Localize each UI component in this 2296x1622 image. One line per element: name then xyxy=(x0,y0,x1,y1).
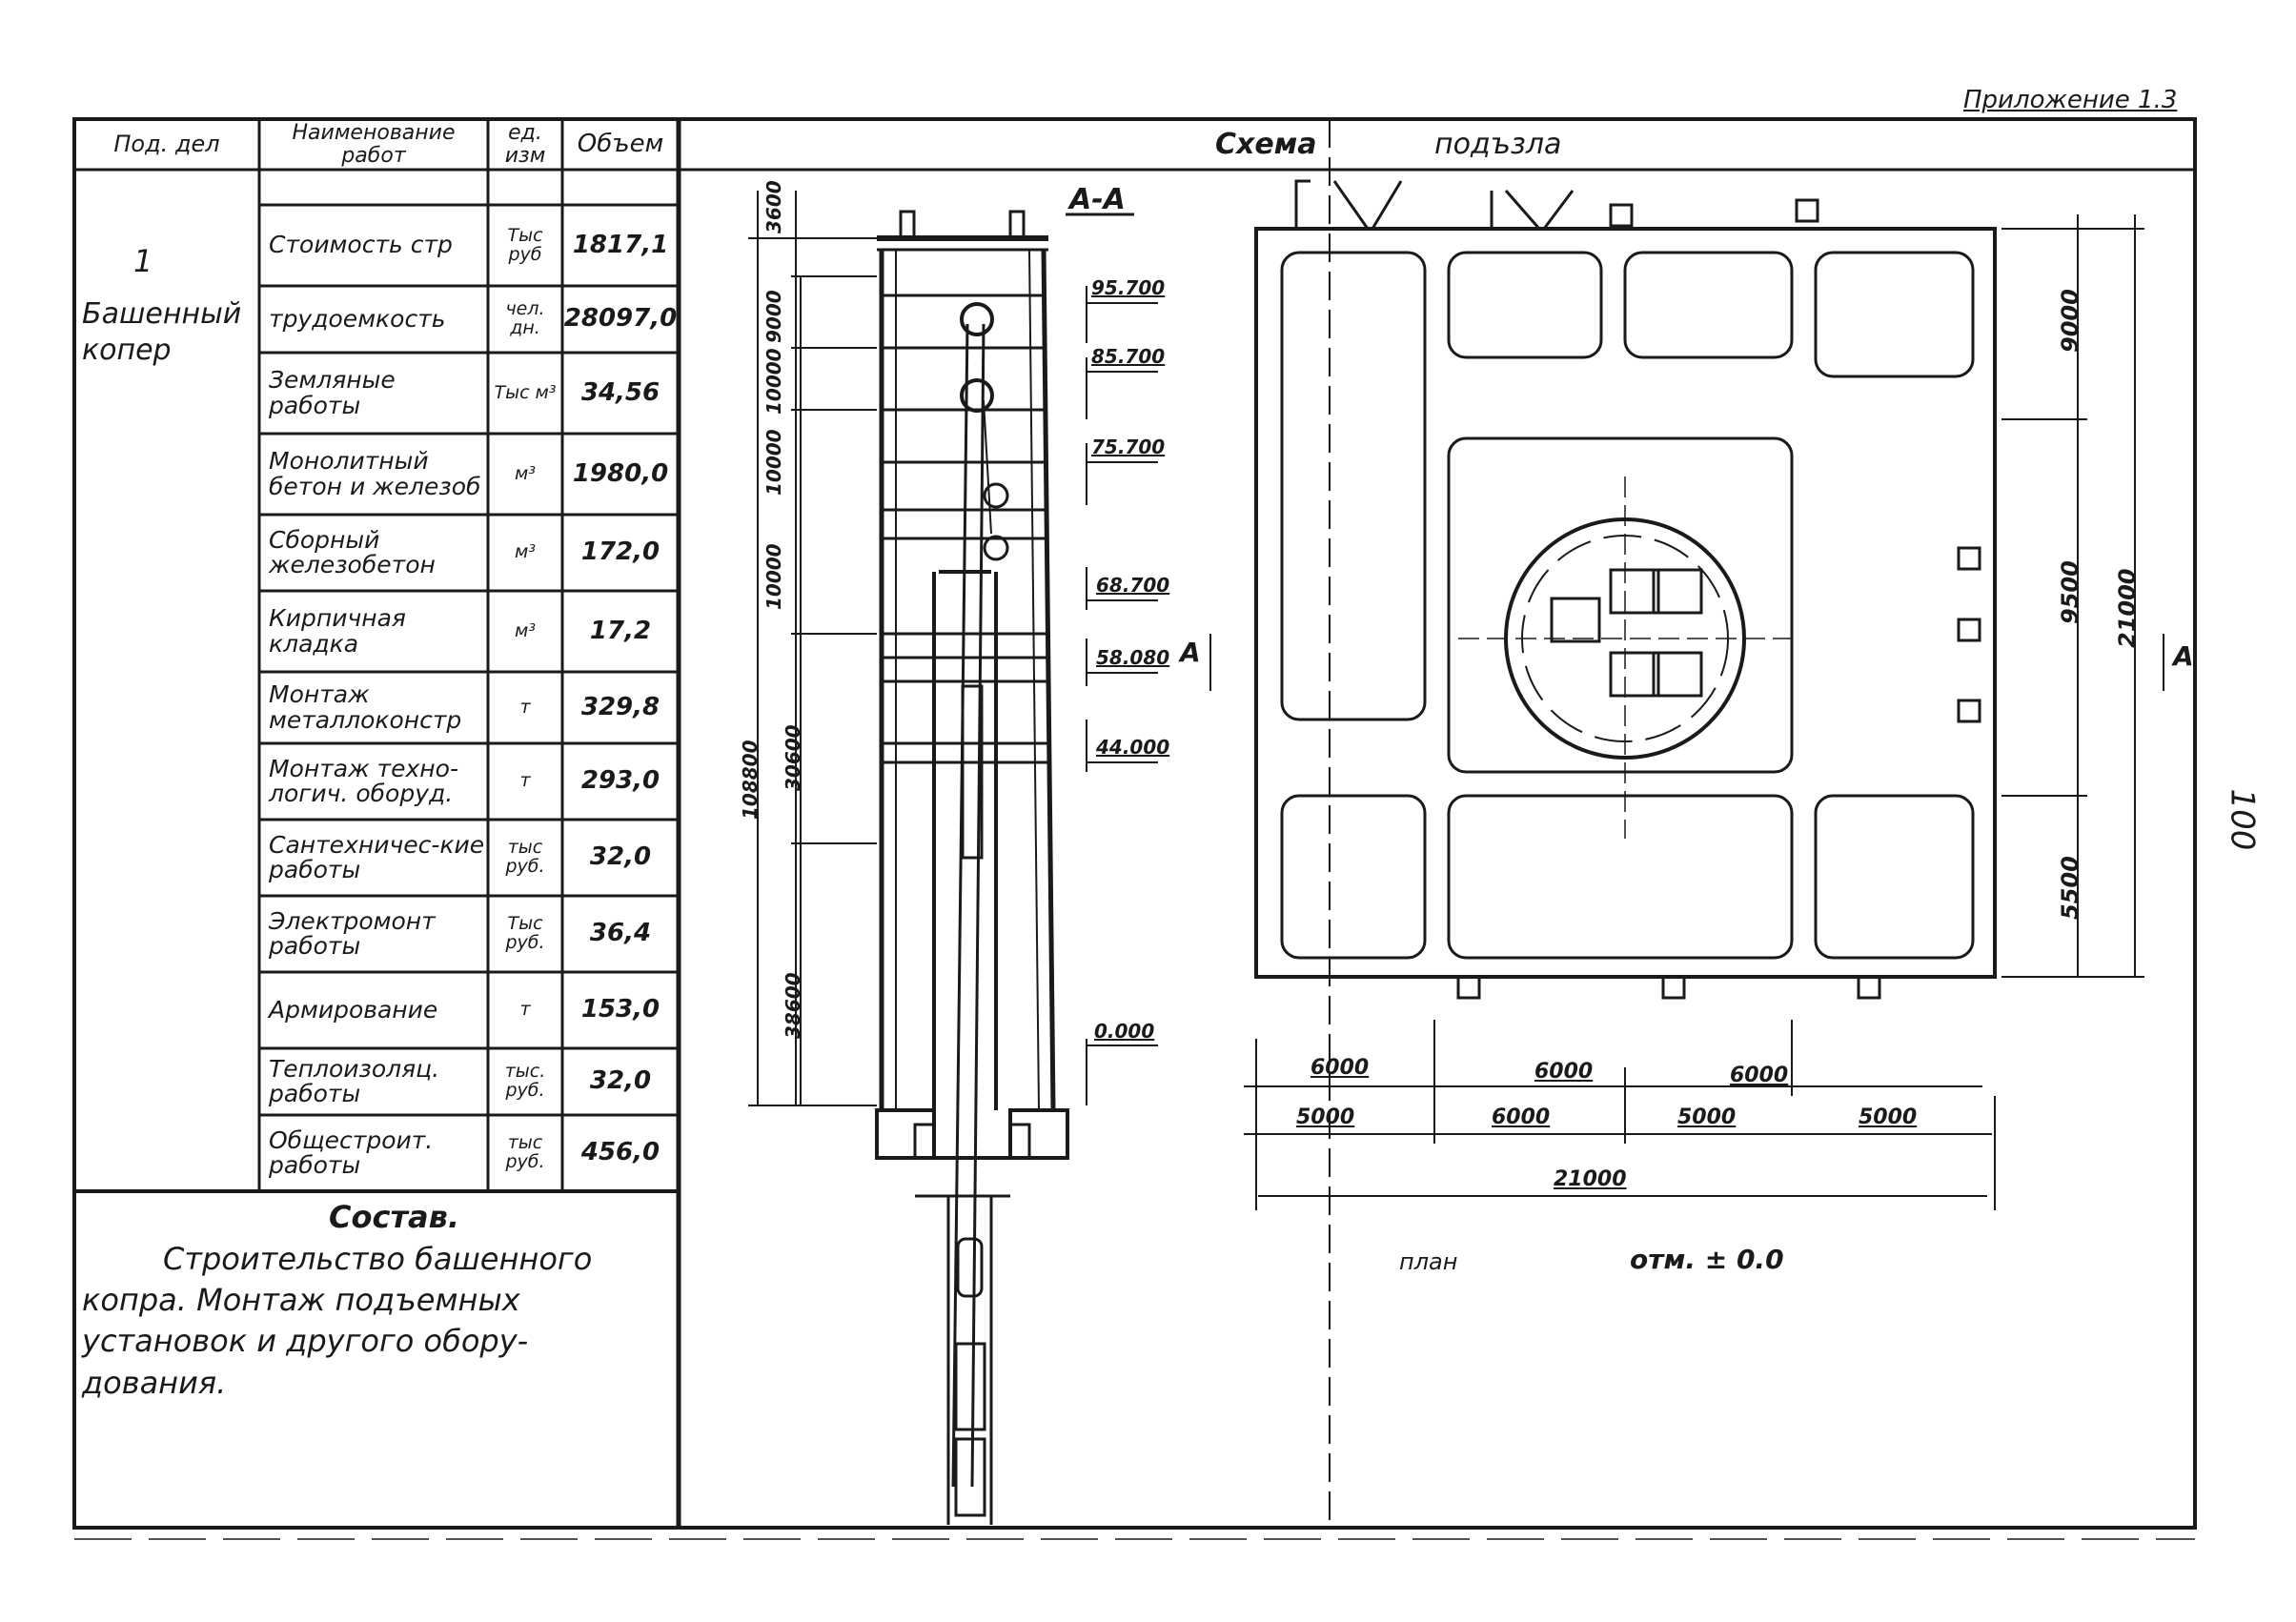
header-work: Наименование работ xyxy=(292,121,456,168)
row-unit: м³ xyxy=(515,541,536,563)
plan-dim-row1: 6000 xyxy=(1534,1060,1594,1084)
composition-title: Состав. xyxy=(329,1199,459,1235)
row-volume: 1817,1 xyxy=(572,230,669,259)
composition-text: Строительство башенного копра. Монтаж по… xyxy=(82,1241,593,1401)
row-volume: 329,8 xyxy=(580,692,660,721)
plan-dim-row1: 6000 xyxy=(1730,1064,1789,1087)
row-work: Монтаж техно-логич. оборуд. xyxy=(269,754,458,807)
row-volume: 28097,0 xyxy=(563,304,678,334)
plan-dim-right: 21000 xyxy=(2114,568,2141,649)
row-work: Стоимость стр xyxy=(269,231,453,259)
section-label: А-А xyxy=(1069,183,1126,216)
table-grid xyxy=(259,203,679,1117)
row-unit: Тыс м³ xyxy=(494,381,557,403)
level-mark: 58.080 xyxy=(1096,646,1170,669)
row-volume: 32,0 xyxy=(589,842,652,872)
section-dimension-lines xyxy=(748,191,1211,1106)
row-work: Общестроит. работы xyxy=(269,1125,434,1179)
vertical-dimension: 10000 xyxy=(762,543,785,610)
page-number: 100 xyxy=(2223,788,2262,851)
row-work: Сантехничес-кие работы xyxy=(269,830,485,883)
headframe-section xyxy=(875,210,1069,1525)
row-volume: 32,0 xyxy=(589,1066,652,1096)
row-unit: т xyxy=(519,696,531,718)
row-work: Электромонт работы xyxy=(269,906,436,960)
plan-dim-right: 5500 xyxy=(2057,856,2083,920)
level-mark: 75.700 xyxy=(1091,436,1166,458)
row-work: Сборный железобетон xyxy=(269,525,436,578)
row-volume: 1980,0 xyxy=(572,458,669,488)
row-unit: Тыс руб xyxy=(507,224,543,265)
row-unit: тыс руб. xyxy=(505,837,545,877)
plan-dim-right: 9500 xyxy=(2057,560,2083,624)
row-unit: Тыс руб. xyxy=(505,913,545,953)
plan-dim-row2: 5000 xyxy=(1859,1105,1918,1129)
scheme-title: Схема xyxy=(1215,128,1317,161)
plan-dim-row1: 6000 xyxy=(1311,1056,1370,1080)
plan-label: план xyxy=(1399,1248,1458,1275)
vertical-dimension: 30600 xyxy=(782,724,804,791)
vertical-dimension: 108800 xyxy=(739,740,762,821)
row-work: Кирпичная кладка xyxy=(269,604,406,658)
row-work: трудоемкость xyxy=(269,304,446,333)
row-volume: 34,56 xyxy=(580,377,660,407)
level-mark: 44.000 xyxy=(1096,736,1170,759)
plan-dim-row2: 6000 xyxy=(1492,1105,1551,1129)
vertical-dimension: 10000 xyxy=(762,429,785,496)
plan-dim-right: 9000 xyxy=(2057,289,2083,353)
object-name-line2: копер xyxy=(82,334,172,367)
plan-dim-row2: 5000 xyxy=(1677,1105,1737,1129)
header-unit: ед. изм xyxy=(504,121,546,168)
row-work: Армирование xyxy=(269,995,438,1024)
row-work: Монтаж металлоконстр xyxy=(269,680,462,734)
row-volume: 36,4 xyxy=(589,919,652,948)
vertical-dimension: 9000 xyxy=(762,290,785,343)
row-unit: тыс руб. xyxy=(505,1132,545,1172)
sheet-frame xyxy=(72,117,2197,1530)
row-unit: чел. дн. xyxy=(505,298,545,338)
plan-dim-total: 21000 xyxy=(1554,1167,1627,1191)
object-number: 1 xyxy=(133,243,153,279)
appendix-label: Приложение 1.3 xyxy=(1963,86,2178,114)
object-name-line1: Башенный xyxy=(82,297,242,331)
row-unit: тыс. руб. xyxy=(504,1061,546,1101)
row-work: Теплоизоляц. работы xyxy=(269,1054,440,1107)
plan-dim-row2: 5000 xyxy=(1296,1105,1355,1129)
level-mark: 0.000 xyxy=(1094,1020,1155,1043)
plan-mark: отм. ± 0.0 xyxy=(1630,1244,1784,1275)
row-work: Монолитный бетон и железоб xyxy=(269,447,481,500)
vertical-dimension: 3600 xyxy=(762,180,785,233)
row-unit: т xyxy=(519,999,531,1021)
row-work: Земляные работы xyxy=(269,366,396,419)
level-mark: 68.700 xyxy=(1096,574,1170,597)
level-mark: 95.700 xyxy=(1091,276,1166,299)
header-object: Под. дел xyxy=(113,130,220,157)
row-volume: 172,0 xyxy=(580,537,660,567)
scheme-subtitle: подъзла xyxy=(1434,128,1562,161)
row-unit: м³ xyxy=(515,619,536,641)
level-mark: 85.700 xyxy=(1091,345,1166,368)
row-volume: 293,0 xyxy=(580,766,660,796)
building-plan xyxy=(1254,179,1997,1000)
plan-dimension-lines xyxy=(1244,214,2164,1210)
vertical-dimension: 38600 xyxy=(782,972,804,1039)
section-mark-right: А xyxy=(2173,640,2194,672)
row-volume: 17,2 xyxy=(589,616,652,645)
row-volume: 153,0 xyxy=(580,995,660,1024)
row-unit: м³ xyxy=(515,462,536,484)
section-mark-left: А xyxy=(1180,637,1201,668)
header-volume: Объем xyxy=(577,129,664,158)
row-volume: 456,0 xyxy=(580,1138,660,1167)
vertical-dimension: 10000 xyxy=(762,348,785,415)
row-unit: т xyxy=(519,770,531,792)
